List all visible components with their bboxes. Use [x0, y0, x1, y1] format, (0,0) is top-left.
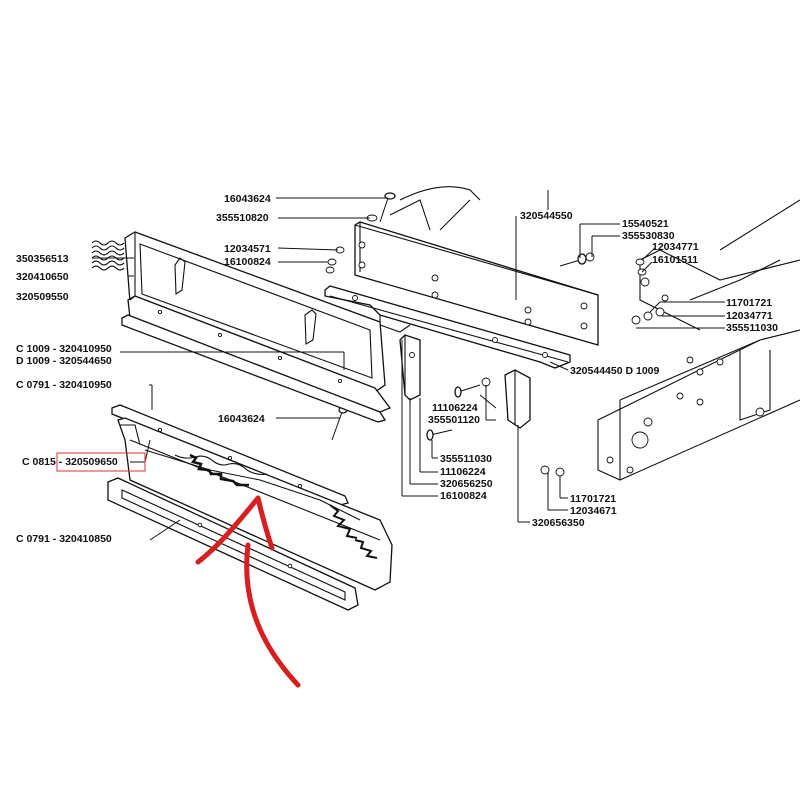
label-12034671: 12034671 — [570, 505, 617, 517]
label-c1009: C 1009 - 320410950 — [16, 343, 112, 355]
label-c0791-b: C 0791 - 320410850 — [16, 533, 112, 545]
label-11701721-mid: 11701721 — [570, 493, 616, 505]
highlight-box — [56, 452, 146, 472]
label-12034571: 12034571 — [224, 243, 271, 255]
label-11701721-right: 11701721 — [726, 297, 772, 309]
label-16100824-left: 16100824 — [224, 256, 271, 268]
bracket-left — [399, 334, 421, 401]
bracket-right — [504, 369, 531, 429]
label-355510820: 355510820 — [216, 212, 269, 224]
label-16100824-mid: 16100824 — [440, 490, 487, 502]
label-355530830: 355530830 — [622, 230, 675, 242]
strip-c0791-a — [111, 404, 349, 506]
strip-c1009 — [121, 314, 387, 423]
label-355501120: 355501120 — [428, 414, 480, 426]
part-labels: 16043624 355510820 12034571 16100824 350… — [16, 193, 778, 545]
upper-panel — [354, 221, 599, 346]
label-16043624-top: 16043624 — [224, 193, 271, 205]
label-c0815: C 0815 - 320509650 — [22, 456, 118, 468]
label-15540521: 15540521 — [622, 218, 669, 230]
label-355511030-right: 355511030 — [726, 322, 778, 334]
label-c0791-a: C 0791 - 320410950 — [16, 379, 112, 391]
label-11106224-a: 11106224 — [432, 402, 478, 414]
label-320410650: 320410650 — [16, 271, 69, 283]
label-320656350: 320656350 — [532, 517, 585, 529]
red-arrow-indicator — [195, 495, 301, 688]
label-11106224-b: 11106224 — [440, 466, 486, 478]
label-355511030-mid: 355511030 — [440, 453, 492, 465]
leader-lines — [92, 190, 725, 541]
label-12034771-b: 12034771 — [726, 310, 773, 322]
angle-bar — [324, 285, 571, 369]
label-d1009: D 1009 - 320544650 — [16, 355, 112, 367]
frame-320410850 — [107, 477, 359, 611]
label-16101511: 16101511 — [652, 254, 698, 266]
label-16043624-mid: 16043624 — [218, 413, 265, 425]
label-320656250: 320656250 — [440, 478, 493, 490]
label-320544550: 320544550 — [520, 210, 573, 222]
label-12034771-a: 12034771 — [652, 241, 699, 253]
label-350356513: 350356513 — [16, 253, 69, 265]
label-320544450: 320544450 D 1009 — [570, 365, 659, 377]
label-320509550: 320509550 — [16, 291, 69, 303]
